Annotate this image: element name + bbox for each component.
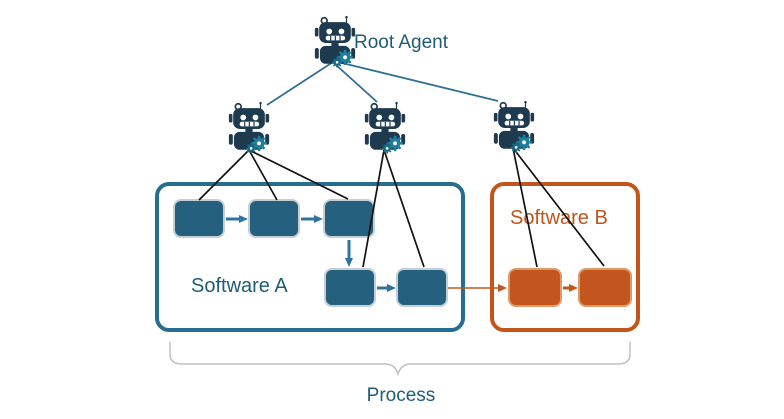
software-b-step-2: [578, 268, 632, 307]
software-b-label: Software B: [510, 207, 608, 229]
software-a-step-5: [396, 268, 448, 307]
software-b-container: [490, 182, 640, 332]
process-label: Process: [366, 385, 436, 406]
software-a-label: Software A: [191, 275, 288, 297]
process-brace: [169, 342, 631, 377]
software-a-step-1: [173, 199, 225, 238]
software-a-step-2: [248, 199, 300, 238]
software-a-step-4: [324, 268, 376, 307]
agent-3-robot-icon: [494, 101, 534, 153]
software-b-step-1: [508, 268, 562, 307]
root-agent-label: Root Agent: [354, 32, 449, 53]
tree-edges: [266, 61, 499, 106]
agent-1-robot-icon: [229, 102, 269, 154]
agent-2-robot-icon: [365, 102, 405, 154]
software-a-step-3: [323, 199, 375, 238]
root-agent-robot-icon: [315, 16, 355, 68]
